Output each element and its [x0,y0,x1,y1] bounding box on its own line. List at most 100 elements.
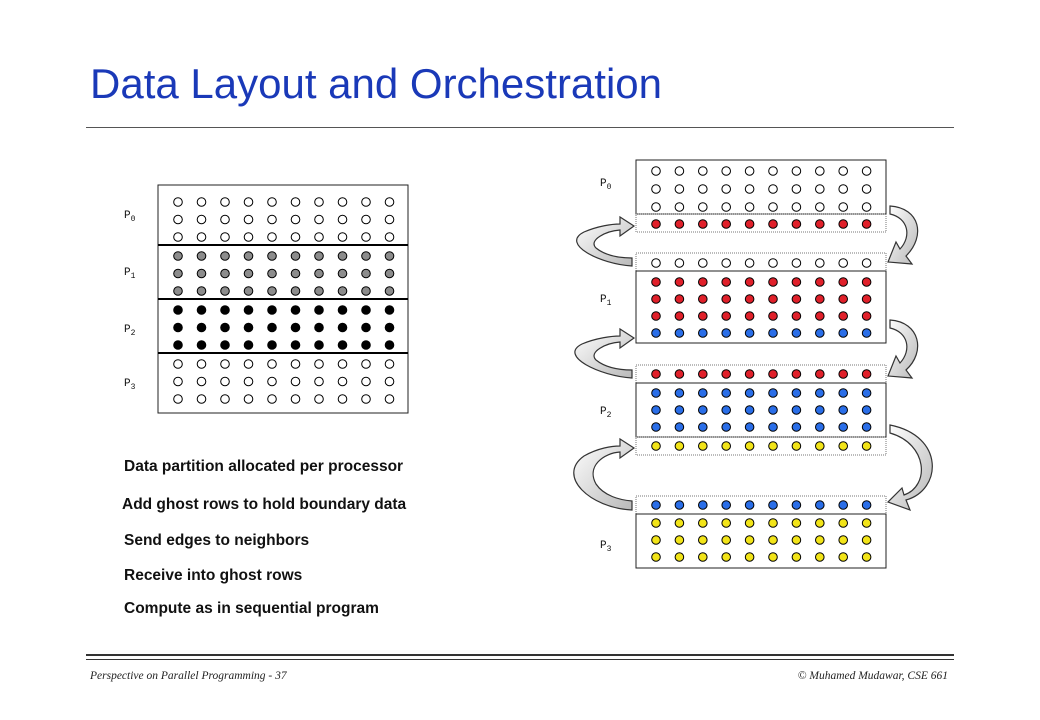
left-p2-dot [267,305,277,315]
right-p2-data-dot [838,388,849,398]
left-p3-dot [384,394,395,404]
right-p1-ghost-dot [861,258,872,268]
right-p0-ghost-dot [721,219,732,229]
left-p1-dot [337,268,348,279]
right-p2-ghost-dot [791,369,802,379]
send-arrow-p0-to-p1 [887,205,919,265]
p1-block [635,270,887,344]
right-p3-data-dot [674,552,685,562]
left-label-p3: P3 [124,378,136,392]
right-p3-data-dot [838,535,849,545]
left-p3-dot [220,359,230,369]
left-p1-dot [361,251,371,261]
right-p0-data-dot [721,184,732,194]
right-p2-data-dot [674,388,685,398]
right-p1-data-dot [791,294,802,304]
left-p0-dot [243,214,254,225]
right-p2-data-dot [791,422,802,432]
right-label-p1: P1 [600,294,612,308]
right-p2-data-dot [815,422,825,432]
right-p3-data-dot [721,535,732,545]
right-p0-ghost-dot [838,219,849,229]
right-p3-data-dot [815,552,825,562]
right-p0-data-dot [651,166,661,176]
right-p2-data-dot [768,388,778,398]
right-p2-ghost-dot [815,369,825,379]
right-p1-data-dot [791,328,802,338]
left-p0-dot [173,197,183,207]
right-p2-data-dot [815,388,825,398]
left-p3-dot [314,394,324,404]
right-p0-ghost-dot [791,219,802,229]
right-p0-data-dot [861,166,872,176]
right-p1-data-dot [721,311,732,321]
right-p1-data-dot [791,277,802,287]
left-p3-dot [290,376,301,387]
left-p2-dot [220,305,230,315]
right-p2-data-dot [768,405,778,415]
left-p2-dot [243,340,254,350]
right-p3-data-dot [791,535,802,545]
right-p2-ghost-dot [744,369,755,379]
left-p0-dot [337,214,348,225]
p2-block [635,382,887,438]
left-p0-dot [267,197,277,207]
left-p1-dot [243,251,254,261]
left-p2-dot [267,340,277,350]
bullet-2: Add ghost rows to hold boundary data [122,496,407,513]
right-p3-data-dot [815,518,825,528]
right-p2-ghost-dot [698,369,708,379]
right-p2-ghost-dot [744,441,755,451]
p0-block [635,159,887,215]
right-p0-data-dot [838,166,849,176]
left-p1-dot [267,268,277,279]
right-p1-data-dot [838,328,849,338]
left-p3-dot [196,359,207,369]
left-p1-dot [196,286,207,296]
right-p2-data-dot [861,388,872,398]
right-p1-data-dot [861,294,872,304]
right-p3-data-dot [768,518,778,528]
right-p2-ghost-dot [815,441,825,451]
left-p3-dot [314,376,324,387]
right-p0-data-dot [721,166,732,176]
left-p0-dot [290,214,301,225]
right-p0-data-dot [861,184,872,194]
right-p0-data-dot [791,166,802,176]
send-arrow-p3-to-p2 [573,437,636,511]
right-p2-ghost-dot [768,441,778,451]
right-p2-data-dot [838,422,849,432]
left-label-p0: P0 [124,210,136,224]
right-p2-data-dot [791,405,802,415]
right-p3-ghost-dot [768,500,778,510]
right-p2-data-dot [721,405,732,415]
right-p1-data-dot [651,311,661,321]
right-p3-ghost-dot [791,500,802,510]
right-p3-data-dot [861,552,872,562]
footer-copyright: © Muhamed Mudawar, CSE 661 [797,670,948,682]
right-p1-data-dot [651,294,661,304]
right-p3-data-dot [674,535,685,545]
left-p0-dot [314,197,324,207]
left-p0-dot [196,232,207,242]
right-p1-data-dot [838,311,849,321]
left-p1-dot [384,268,395,279]
bullet-1: Data partition allocated per processor [124,458,404,475]
right-p3-data-dot [721,518,732,528]
right-p2-data-dot [744,405,755,415]
left-p1-dot [290,286,301,296]
right-p2-ghost-dot [768,369,778,379]
right-p2-data-dot [698,388,708,398]
left-p2-dot [196,340,207,350]
left-p2-dot [314,322,324,333]
left-p2-dot [243,322,254,333]
left-p1-dot [267,251,277,261]
left-p3-dot [384,376,395,387]
left-p3-dot [243,376,254,387]
right-p1-data-dot [674,294,685,304]
right-p1-data-dot [861,311,872,321]
left-p2-dot [337,305,348,315]
right-p3-ghost-dot [651,500,661,510]
left-p3-dot [384,359,395,369]
